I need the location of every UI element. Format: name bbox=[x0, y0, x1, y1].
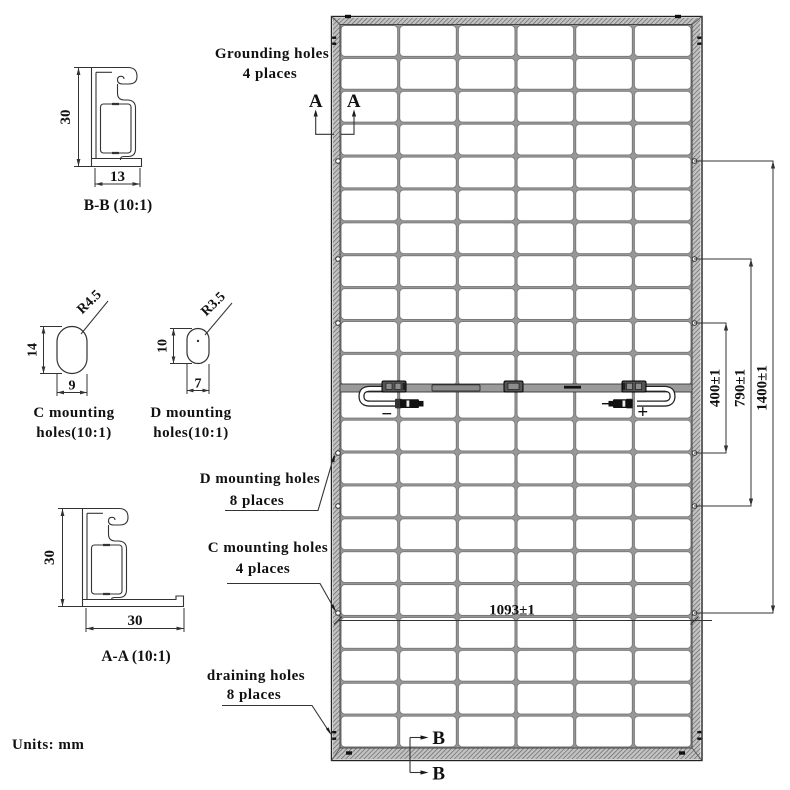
d-dim-width: 7 bbox=[186, 364, 210, 394]
d-hole-shape bbox=[186, 327, 210, 365]
minus-polarity-label: − bbox=[381, 404, 392, 425]
d-mounting-label: D mounting holes bbox=[200, 471, 321, 487]
section-marker-b: B B bbox=[409, 728, 445, 785]
bb-dim-width: 13 bbox=[94, 168, 141, 187]
grounding-holes-places: 4 places bbox=[243, 66, 297, 82]
draining-holes-places: 8 places bbox=[227, 687, 281, 703]
panel-outer-frame bbox=[330, 15, 703, 762]
c-dim-height: 14 bbox=[26, 326, 62, 374]
aa-section-label: A-A (10:1) bbox=[101, 648, 170, 665]
junction-box-left bbox=[381, 380, 407, 393]
d-radius-label: R3.5 bbox=[198, 289, 228, 319]
frame-corner-joints bbox=[331, 16, 703, 761]
d-dim-height: 10 bbox=[156, 328, 192, 364]
c-dim-width: 9 bbox=[56, 374, 88, 396]
aa-profile bbox=[81, 507, 185, 608]
junction-connector-stub bbox=[564, 385, 581, 389]
section-a-label-1: A bbox=[309, 91, 323, 112]
d-radius-leader bbox=[204, 302, 233, 336]
detail-c-hole: 14 9 R4.5 C mounting holes(10:1) bbox=[26, 287, 115, 441]
positive-connector bbox=[602, 398, 633, 409]
detail-d-hole: 10 7 R3.5 D mounting holes(10:1) bbox=[150, 289, 233, 441]
callout-draining-holes: draining holes 8 places bbox=[207, 668, 332, 736]
dim-1400-label: 1400±1 bbox=[755, 365, 771, 411]
d-hole-title-2: holes(10:1) bbox=[153, 425, 229, 441]
dim-790-label: 790±1 bbox=[733, 369, 749, 407]
right-dimension-arrows bbox=[723, 161, 776, 613]
bb-section-label: B-B (10:1) bbox=[84, 197, 152, 214]
section-b-label-2: B bbox=[432, 764, 445, 785]
section-marker-a: A A bbox=[309, 91, 361, 135]
callout-grounding-holes: Grounding holes 4 places bbox=[215, 46, 329, 82]
right-dimension-lines bbox=[694, 160, 774, 614]
bb-profile bbox=[90, 66, 143, 168]
d-width-label: 7 bbox=[195, 377, 202, 392]
bb-width-label: 13 bbox=[110, 169, 125, 185]
junction-box-right bbox=[621, 380, 647, 393]
c-radius-label: R4.5 bbox=[74, 287, 104, 317]
draining-holes-label: draining holes bbox=[207, 668, 305, 684]
c-hole-title-1: C mounting bbox=[33, 405, 114, 421]
grounding-holes-label: Grounding holes bbox=[215, 46, 329, 62]
c-hole-title-2: holes(10:1) bbox=[36, 425, 112, 441]
aa-height-label: 30 bbox=[42, 550, 58, 565]
drain-hole-marks bbox=[332, 36, 702, 740]
d-hole-title-1: D mounting bbox=[150, 405, 231, 421]
c-mounting-places: 4 places bbox=[236, 561, 290, 577]
c-height-label: 14 bbox=[26, 343, 41, 357]
section-b-label-1: B bbox=[432, 728, 445, 749]
bb-dim-height: 30 bbox=[58, 67, 92, 167]
callout-c-mounting: C mounting holes 4 places bbox=[208, 540, 337, 613]
aa-dim-width: 30 bbox=[85, 608, 185, 632]
aa-dim-height: 30 bbox=[42, 508, 83, 607]
units-note: Units: mm bbox=[12, 737, 84, 753]
dim-400-label: 400±1 bbox=[708, 369, 724, 407]
width-dimension: 1093±1 bbox=[333, 603, 712, 625]
aa-width-label: 30 bbox=[128, 613, 143, 629]
c-radius-leader bbox=[80, 300, 109, 335]
junction-box-center bbox=[503, 380, 524, 393]
panel-rear-view: − + bbox=[330, 14, 703, 762]
negative-cable bbox=[359, 387, 397, 406]
grounding-hole-marks bbox=[345, 14, 685, 755]
d-mounting-places: 8 places bbox=[230, 493, 284, 509]
callout-d-mounting: D mounting holes 8 places bbox=[200, 453, 336, 512]
detail-bb: 30 13 B-B (10:1) bbox=[58, 66, 152, 214]
plus-polarity-label: + bbox=[637, 402, 648, 423]
junction-rail bbox=[431, 384, 481, 392]
bb-height-label: 30 bbox=[58, 110, 74, 125]
c-mounting-label: C mounting holes bbox=[208, 540, 329, 556]
d-hole-center-dot bbox=[196, 339, 200, 343]
detail-aa: 30 30 A-A (10:1) bbox=[42, 507, 185, 665]
section-a-label-2: A bbox=[347, 91, 361, 112]
d-height-label: 10 bbox=[156, 339, 171, 353]
c-width-label: 9 bbox=[69, 379, 76, 394]
c-hole-shape bbox=[56, 325, 88, 375]
dim-1093-label: 1093±1 bbox=[489, 603, 535, 619]
rail-mounting-holes bbox=[335, 158, 698, 616]
junction-strip: − + bbox=[339, 380, 693, 425]
negative-connector bbox=[395, 398, 424, 409]
positive-cable bbox=[636, 387, 675, 406]
